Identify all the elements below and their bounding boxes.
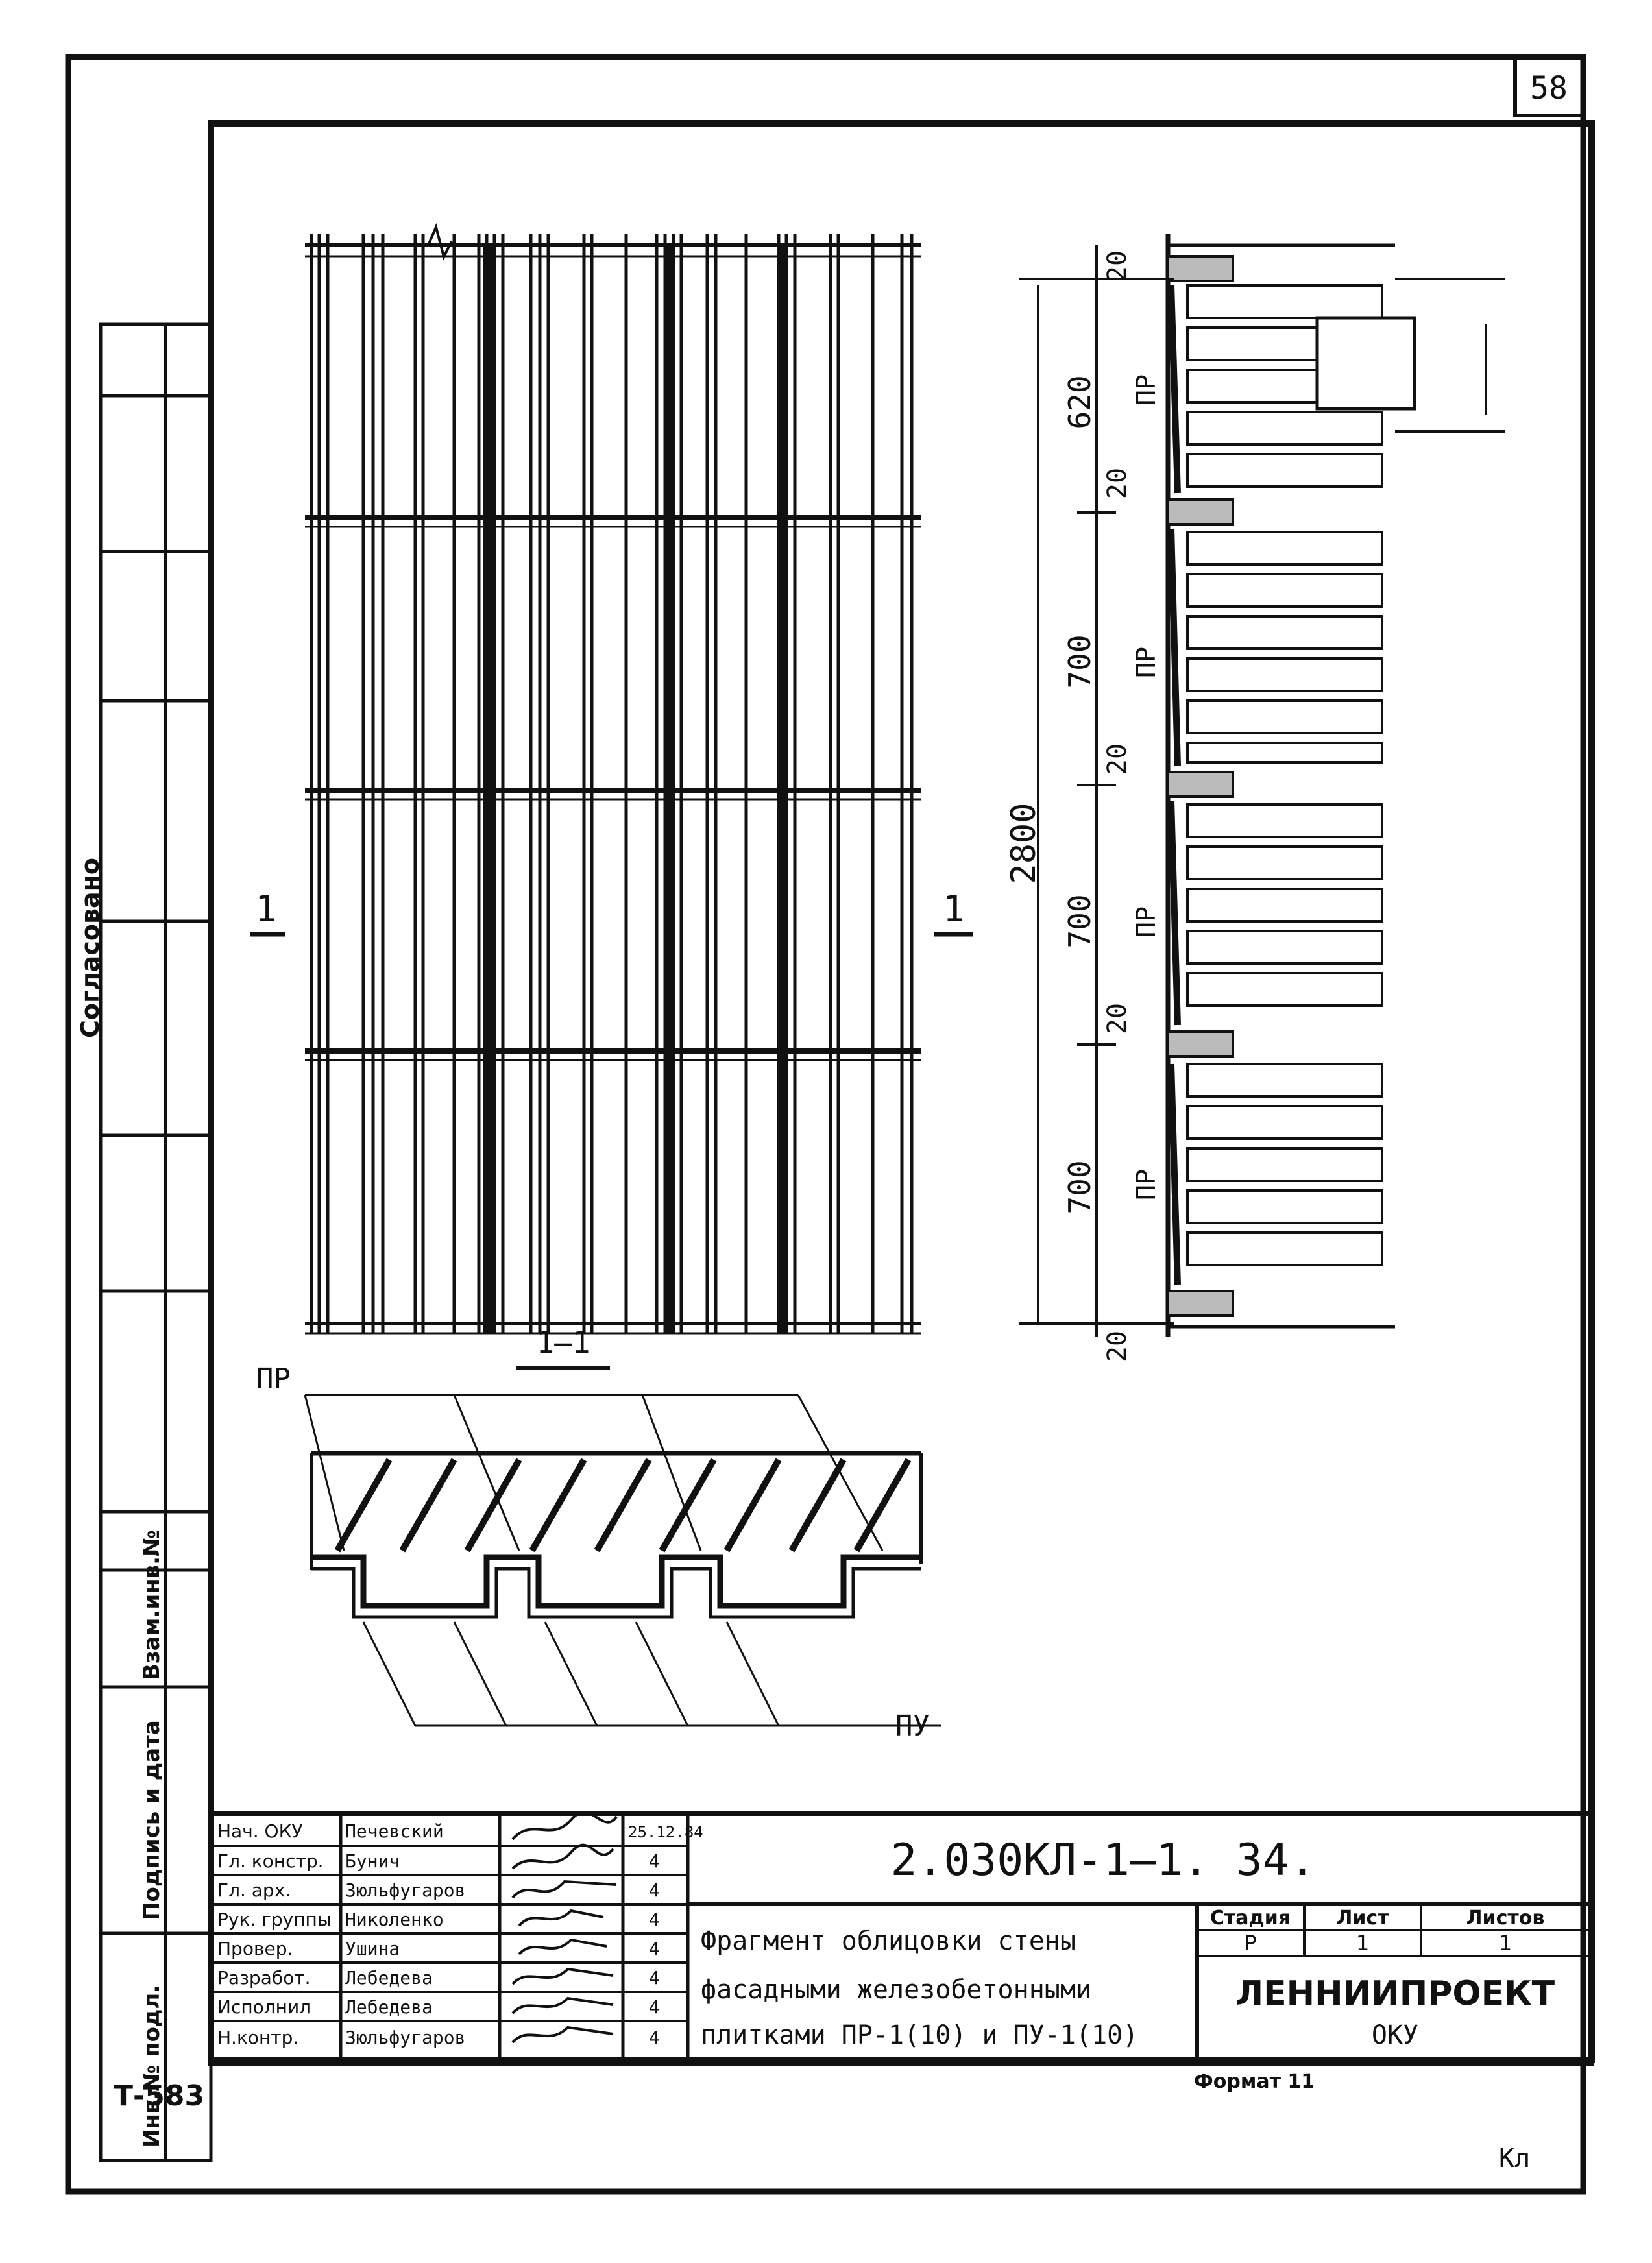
dim-joint-4: 20 [1102,1003,1132,1034]
stamp-row: Нач. ОКУ Печевский 25.12.84 [217,1821,703,1842]
svg-text:ПР: ПР [1132,1169,1161,1200]
svg-text:1: 1 [255,888,277,930]
dim-joint-3: 20 [1102,744,1132,775]
facade-elevation [305,223,921,1335]
page-number-box: 58 [1513,55,1585,117]
page-number: 58 [1530,70,1568,106]
inv-label: Инв.№ подл. [139,1985,165,2148]
dim-span-2: 700 [1062,635,1097,688]
organization-name: ЛЕННИИПРОЕКТ [1235,1974,1555,2013]
replace-inv-label: Взам.инв.№ [139,1530,165,1680]
horizontal-section [304,1394,941,1727]
svg-text:Гл. арх.: Гл. арх. [217,1880,291,1901]
svg-text:Ушина: Ушина [345,1938,400,1959]
title-block [208,1811,1594,2066]
svg-text:1: 1 [943,888,965,930]
stage-value: Р [1244,1931,1256,1955]
svg-text:Рук. группы: Рук. группы [217,1909,332,1930]
stamp-row: Провер. Ушина 4 [217,1938,660,1959]
section-label: 1—1 [536,1325,590,1360]
bottom-left-code: Т-583 [114,2079,204,2112]
svg-text:Зюльфугаров: Зюльфугаров [345,2027,465,2048]
dim-total: 2800 [1004,803,1043,884]
dim-span-4: 700 [1062,1160,1097,1214]
svg-text:ПР: ПР [1132,906,1161,938]
pr-leader-labels: ПР ПР ПР ПР [1132,374,1161,1200]
approved-label: Согласовано [76,858,104,1038]
dim-joint-1: 20 [1102,250,1132,282]
sheets-value: 1 [1499,1931,1512,1955]
stamp-row: Гл. арх. Зюльфугаров 4 [217,1880,660,1901]
svg-text:Николенко: Николенко [345,1909,444,1930]
svg-text:ПР: ПР [1132,374,1161,405]
svg-text:Исполнил: Исполнил [217,1996,311,2018]
dim-span-1: 620 [1062,375,1097,429]
stamp-row: Гл. констр. Бунич 4 [217,1850,660,1872]
dim-joint-2: 20 [1102,468,1132,499]
svg-text:Гл. констр.: Гл. констр. [217,1850,324,1872]
stage-header: Стадия [1210,1907,1291,1930]
svg-text:4: 4 [649,1938,660,1959]
svg-text:4: 4 [649,1880,660,1901]
svg-text:4: 4 [649,1850,660,1872]
vertical-section [1165,234,1505,1337]
svg-text:4: 4 [649,1909,660,1930]
svg-text:Н.контр.: Н.контр. [217,2027,298,2048]
svg-text:Лебедева: Лебедева [345,1967,433,1989]
stamp-row: Разработ. Лебедева 4 [217,1967,660,1989]
dimension-chain [1019,245,1174,1337]
corner-mark: Кл [1499,2144,1530,2173]
svg-text:Нач. ОКУ: Нач. ОКУ [217,1821,303,1842]
svg-text:Лебедева: Лебедева [345,1996,433,2018]
description-line-2: фасадными железобетонными [701,1975,1091,2005]
svg-text:Печевский: Печевский [345,1821,444,1842]
section-mark-right: 1 [934,888,973,937]
sheet-header: Лист [1336,1907,1389,1930]
stamp-row: Исполнил Лебедева 4 [217,1996,660,2018]
format-label: Формат 11 [1194,2070,1315,2093]
svg-text:4: 4 [649,1967,660,1989]
sheet-value: 1 [1356,1931,1369,1955]
svg-text:4: 4 [649,2027,660,2048]
section-pr-label: ПР [256,1362,291,1396]
svg-text:Зюльфугаров: Зюльфугаров [345,1880,465,1901]
sign-date-label: Подпись и дата [139,1720,165,1920]
svg-text:Бунич: Бунич [345,1850,400,1872]
dim-joint-5: 20 [1102,1331,1132,1362]
stamp-row: Рук. группы Николенко 4 [217,1909,660,1930]
svg-text:ПР: ПР [1132,647,1161,678]
sheets-header: Листов [1466,1907,1545,1930]
description-line-3: плитками ПР-1(10) и ПУ-1(10) [701,2020,1138,2050]
svg-text:Разработ.: Разработ. [217,1967,310,1989]
svg-text:25.12.84: 25.12.84 [628,1823,703,1841]
outer-frame [65,54,1586,2195]
description-line-1: Фрагмент облицовки стены [701,1926,1076,1956]
section-mark-left: 1 [250,888,285,937]
organization-dept: ОКУ [1372,2020,1418,2050]
stamp-rows: Нач. ОКУ Печевский 25.12.84 Гл. констр. … [217,1821,703,2048]
svg-text:4: 4 [649,1996,660,2018]
svg-text:Провер.: Провер. [217,1938,293,1959]
dim-span-3: 700 [1062,894,1097,948]
signatures [511,1811,618,2044]
stamp-row: Н.контр. Зюльфугаров 4 [217,2027,660,2048]
document-number: 2.030КЛ-1—1. 34. [890,1835,1315,1886]
